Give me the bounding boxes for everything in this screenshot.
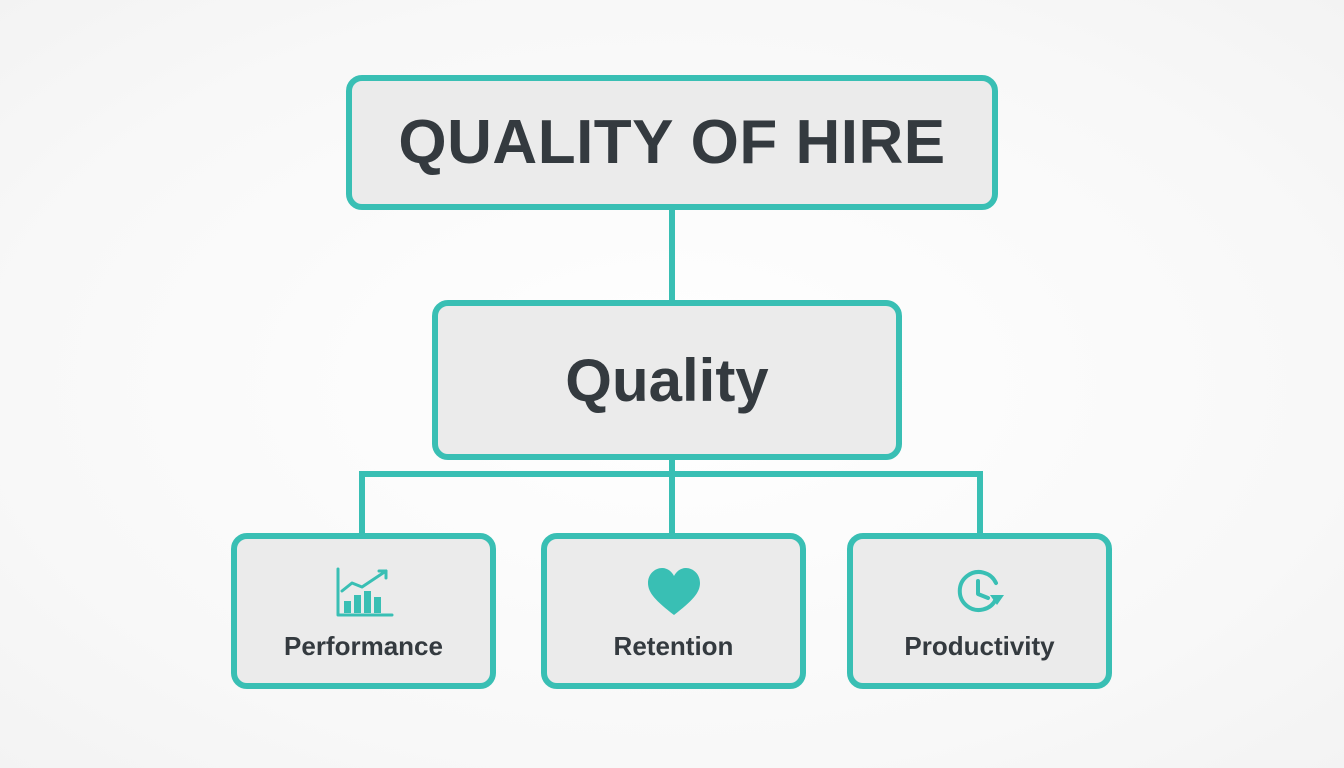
middle-node-label: Quality [565, 346, 769, 414]
clock-refresh-icon [957, 569, 1004, 612]
retention-node-box: Retention [541, 533, 806, 689]
productivity-node-box: Productivity [847, 533, 1112, 689]
performance-label: Performance [284, 630, 443, 661]
middle-node-box: Quality [432, 300, 902, 460]
bar-chart-trend-icon [336, 567, 393, 616]
root-node-box: QUALITY OF HIRE [346, 75, 998, 210]
productivity-label: Productivity [904, 630, 1055, 661]
root-node-label: QUALITY OF HIRE [398, 108, 946, 177]
performance-node-box: Performance [231, 533, 496, 689]
retention-label: Retention [613, 630, 734, 661]
heart-icon [647, 567, 700, 615]
